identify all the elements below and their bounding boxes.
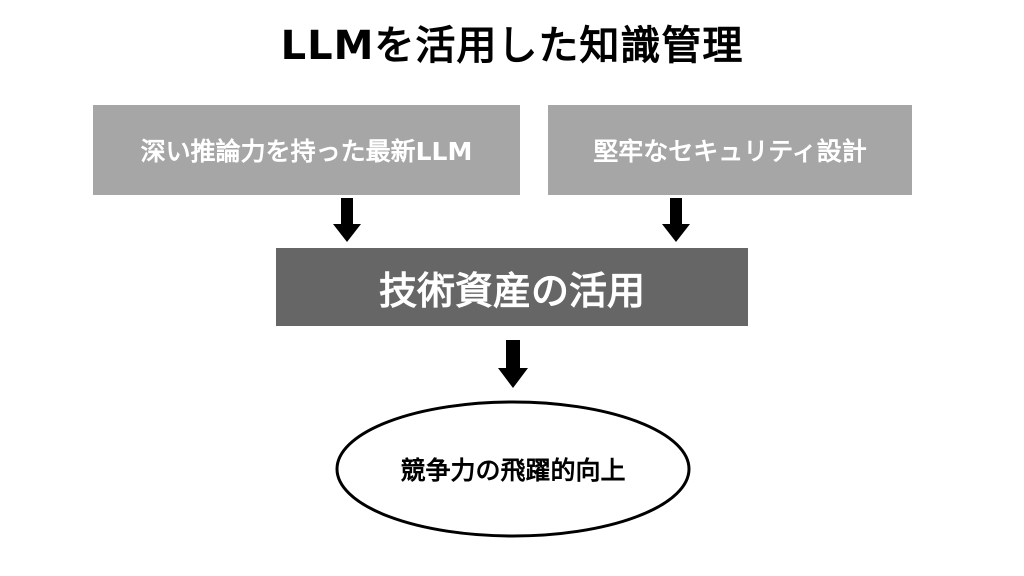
diagram-title: LLMを活用した知識管理 bbox=[280, 23, 744, 69]
result-label: 競争力の飛躍的向上 bbox=[400, 456, 626, 485]
arrow-down-icon bbox=[333, 198, 361, 242]
arrow-down-icon bbox=[498, 340, 528, 388]
arrow-down-icon bbox=[662, 198, 690, 242]
ellipse-shape bbox=[335, 400, 691, 538]
center-box-asset-utilization: 技術資産の活用 bbox=[276, 248, 748, 326]
center-box-label: 技術資産の活用 bbox=[378, 268, 645, 313]
result-ellipse: 競争力の飛躍的向上 bbox=[334, 399, 692, 539]
input-box-llm: 深い推論力を持った最新LLM bbox=[93, 105, 520, 195]
input-box-security-label: 堅牢なセキュリティ設計 bbox=[593, 137, 867, 166]
input-box-security: 堅牢なセキュリティ設計 bbox=[548, 105, 912, 195]
input-box-llm-label: 深い推論力を持った最新LLM bbox=[140, 137, 473, 166]
